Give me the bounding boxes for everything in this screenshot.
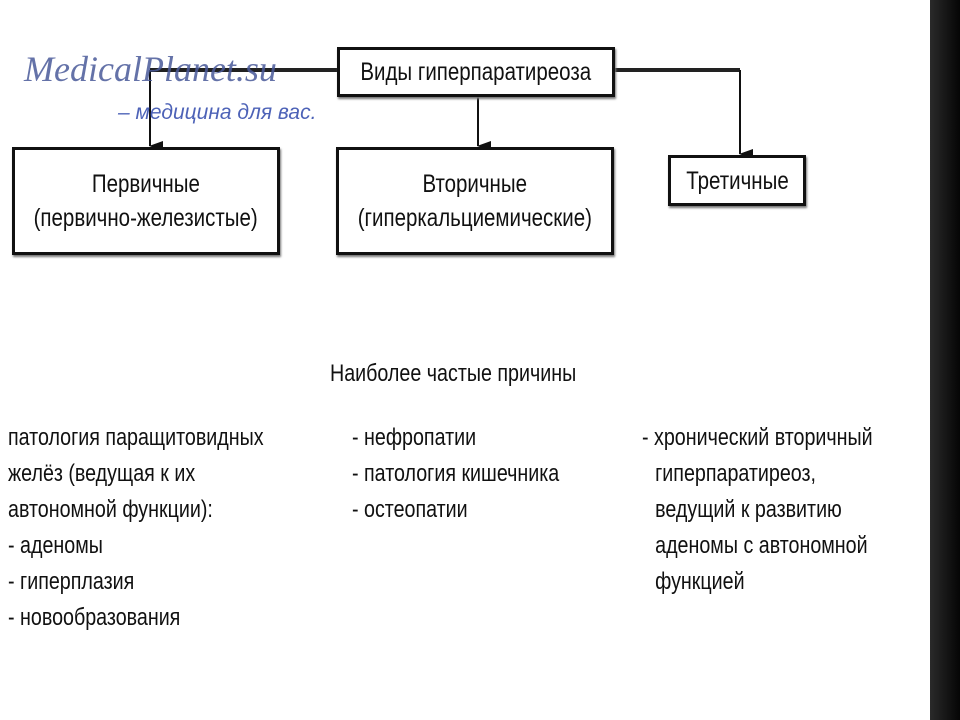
causes-column-secondary: - нефропатии - патология кишечника - ост… — [352, 420, 559, 528]
connector-lines — [149, 68, 753, 159]
type-box-tertiary: Третичные — [668, 155, 806, 206]
causes-column-tertiary: - хронический вторичный гиперпаратиреоз,… — [642, 420, 873, 600]
type-title: Вторичные — [422, 170, 528, 198]
type-title: Третичные — [685, 166, 789, 195]
causes-heading: Наиболее частые причины — [330, 360, 577, 387]
cause-line: гиперпаратиреоз, — [655, 460, 817, 487]
cause-line: - патология кишечника — [352, 460, 560, 487]
cause-line: - остеопатии — [352, 496, 468, 523]
cause-line: патология паращитовидных — [8, 424, 264, 451]
type-title: Первичные — [91, 170, 201, 198]
root-box: Виды гиперпаратиреоза — [337, 47, 615, 97]
type-box-primary: Первичные (первично-железистые) — [12, 147, 280, 255]
cause-line: автономной функции): — [8, 496, 213, 523]
cause-line: - аденомы — [8, 532, 103, 559]
type-subtitle: (гиперкальциемические) — [357, 204, 593, 232]
cause-line: желёз (ведущая к их — [8, 460, 196, 487]
cause-line: - гиперплазия — [8, 568, 135, 595]
slide-sidebar-bar — [930, 0, 960, 720]
type-subtitle: (первично-железистые) — [33, 204, 259, 232]
watermark-tagline: – медицина для вас. — [118, 101, 317, 124]
causes-column-primary: патология паращитовидных желёз (ведущая … — [8, 420, 264, 636]
watermark-site: MedicalPlanet.su — [24, 49, 277, 89]
type-box-secondary: Вторичные (гиперкальциемические) — [336, 147, 614, 255]
cause-line: ведущий к развитию — [655, 496, 842, 523]
cause-line: - новообразования — [8, 604, 181, 631]
cause-line: функцией — [655, 568, 745, 595]
cause-line: аденомы с автономной — [655, 532, 868, 559]
root-label: Виды гиперпаратиреоза — [360, 58, 592, 86]
cause-line: - нефропатии — [352, 424, 477, 451]
cause-line: - хронический вторичный — [642, 424, 873, 451]
